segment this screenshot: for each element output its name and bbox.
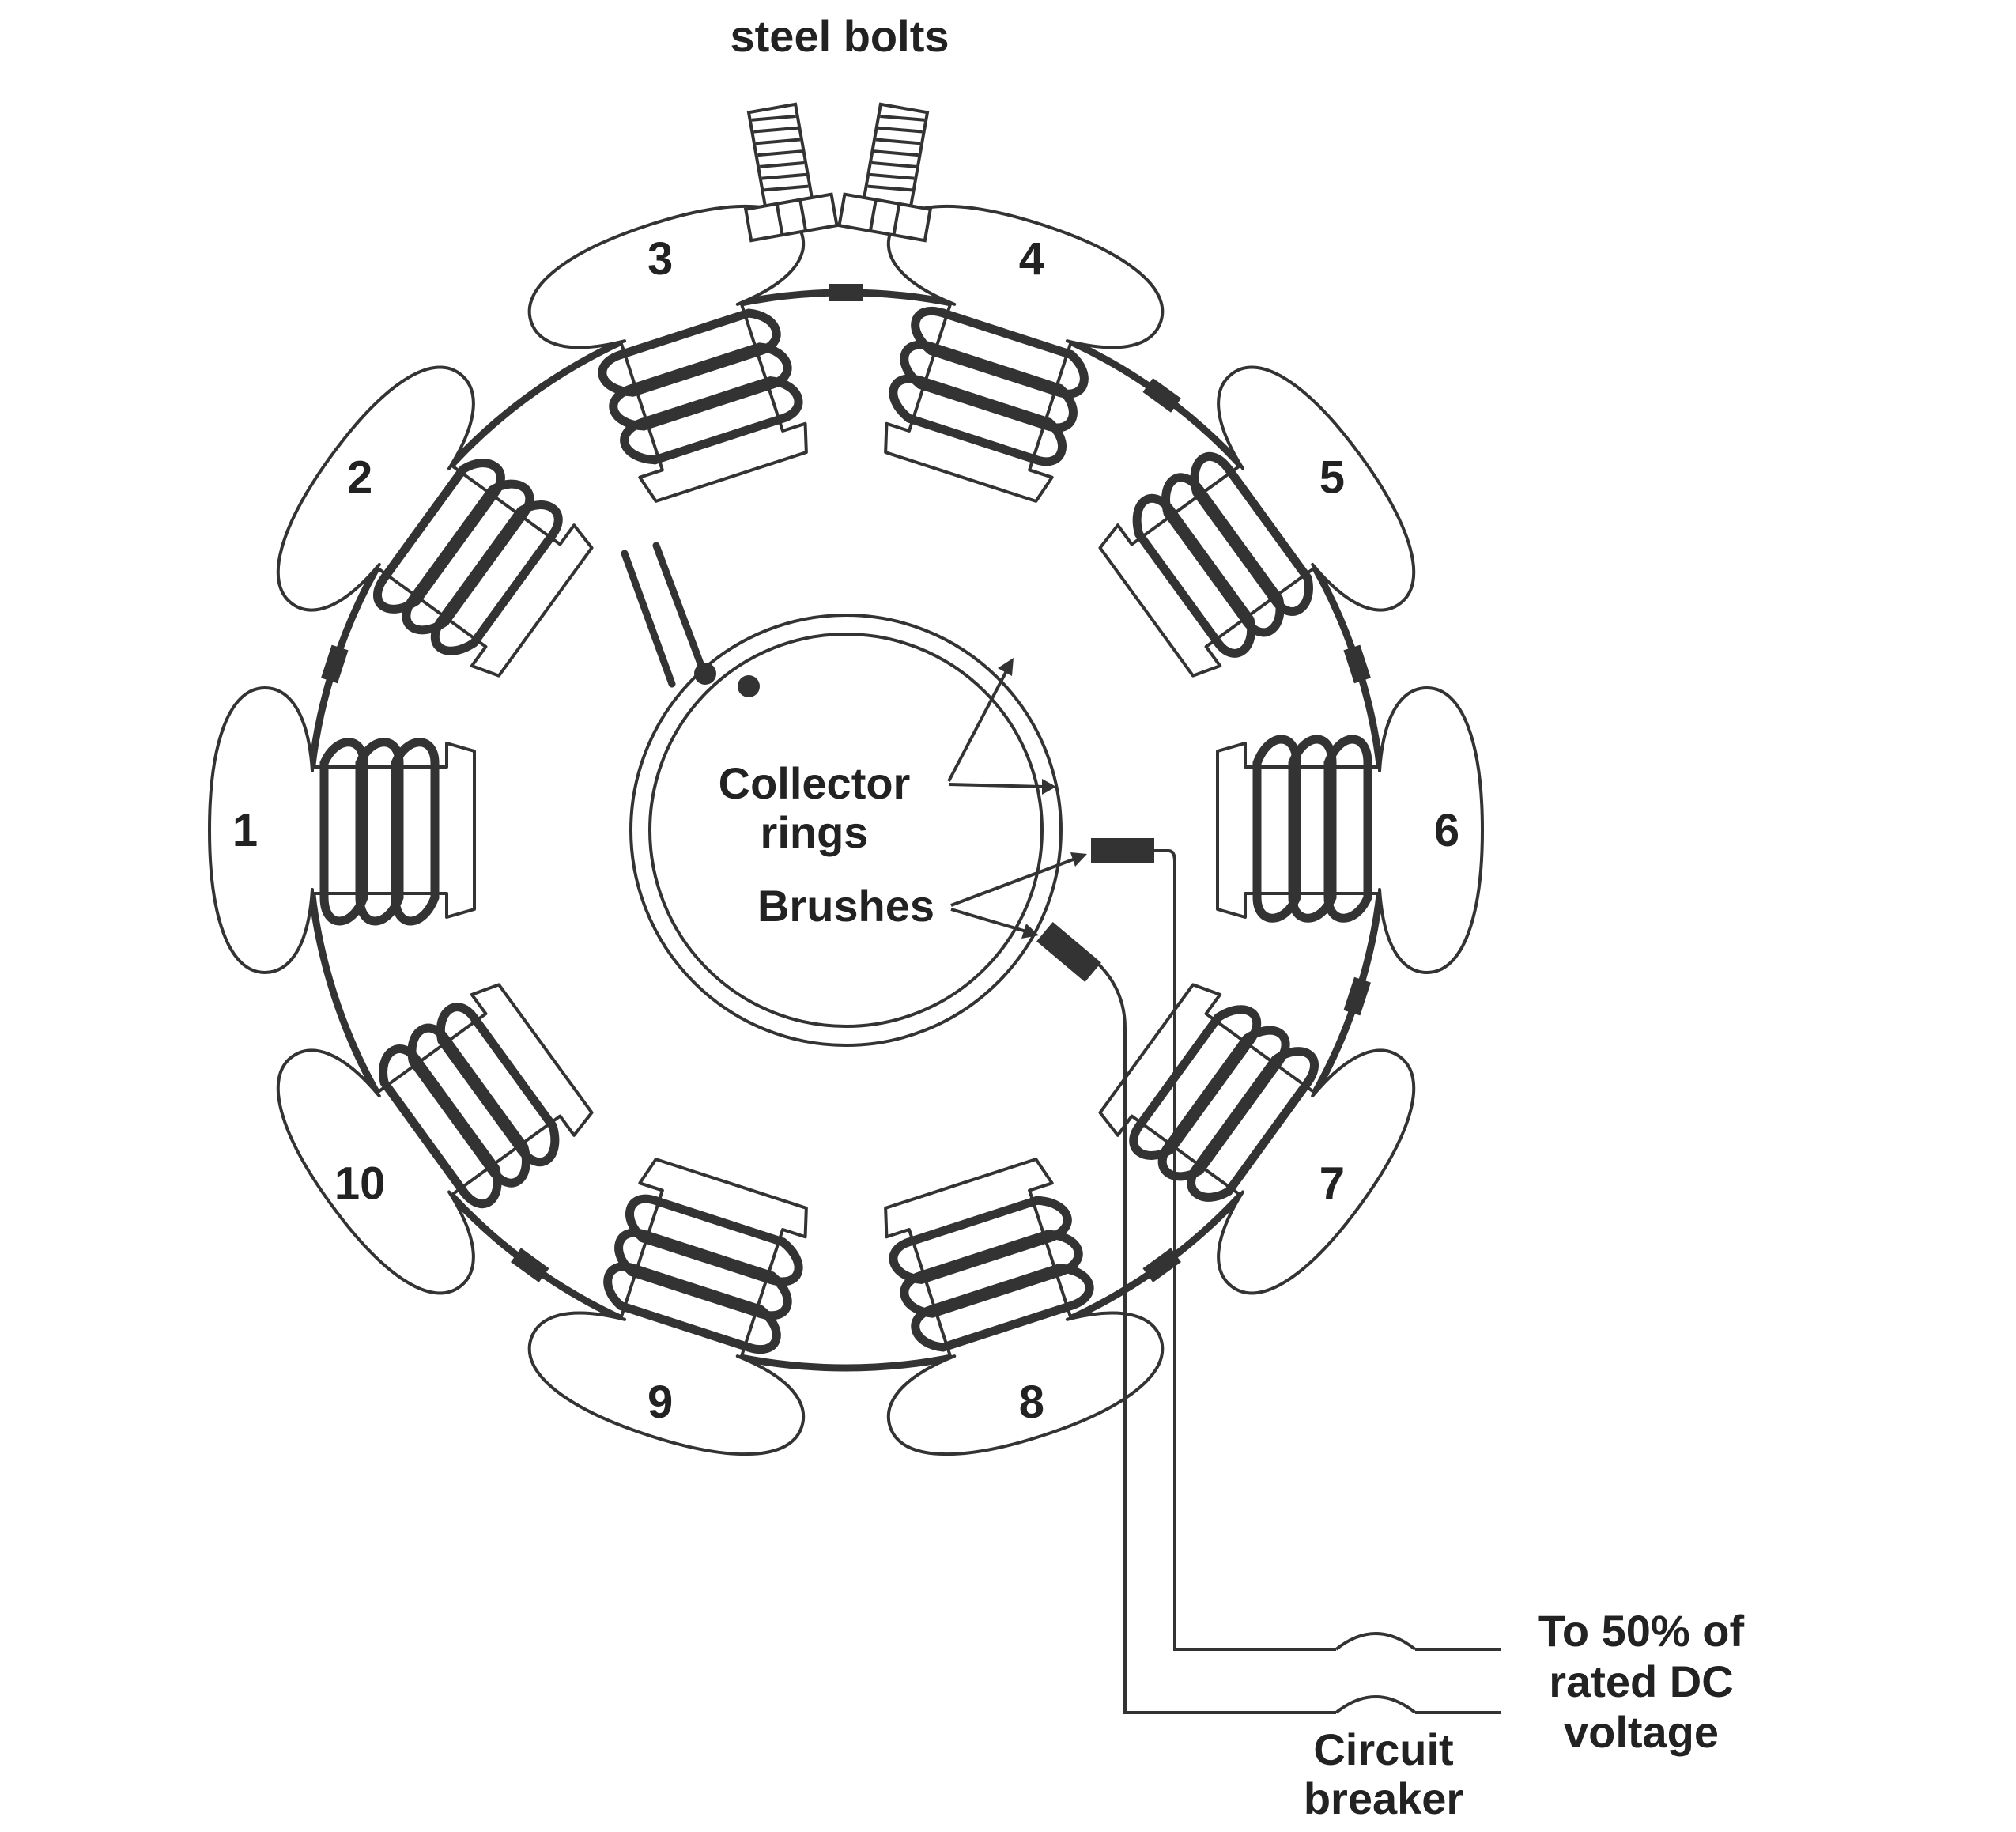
coil-turn-back bbox=[1054, 1264, 1094, 1310]
steel-bolt-left-icon bbox=[743, 102, 839, 243]
pole-number-9: 9 bbox=[647, 1377, 673, 1428]
pole-core bbox=[208, 686, 476, 974]
coil-turn-back bbox=[319, 893, 368, 926]
field-pole-7 bbox=[1098, 983, 1416, 1295]
rings-label: rings bbox=[761, 807, 869, 857]
brush-lead-lower bbox=[1093, 959, 1336, 1714]
steel-bolts-label: steel bolts bbox=[731, 11, 949, 61]
circuit-breaker-label-line2: breaker bbox=[1304, 1773, 1463, 1823]
coil-turn-front bbox=[616, 308, 781, 397]
coil-turn-back bbox=[1190, 451, 1233, 497]
wire-connector bbox=[511, 1248, 549, 1282]
brush-lead-upper bbox=[1154, 849, 1336, 1651]
field-pole-6 bbox=[1216, 686, 1484, 974]
pole-number-8: 8 bbox=[1019, 1377, 1044, 1428]
pole-number-6: 6 bbox=[1434, 805, 1459, 856]
supply-label-line1: To 50% of bbox=[1538, 1606, 1745, 1656]
supply-label-line2: rated DC bbox=[1549, 1656, 1733, 1706]
pole-number-3: 3 bbox=[647, 233, 673, 285]
pole-core bbox=[1098, 983, 1416, 1295]
field-poles bbox=[208, 204, 1484, 1456]
collector-label: Collector bbox=[719, 758, 911, 808]
coil-turn-back bbox=[373, 573, 421, 614]
field-pole-2 bbox=[276, 365, 594, 678]
wire-connector bbox=[1142, 1248, 1181, 1282]
pole-core bbox=[527, 1158, 808, 1456]
brush-lower bbox=[1036, 922, 1101, 982]
coil-turn-back bbox=[1323, 735, 1372, 768]
field-pole-8 bbox=[884, 1158, 1165, 1456]
pole-numbers: 1 2 3 4 5 6 7 8 9 10 bbox=[232, 233, 1459, 1428]
field-pole-10 bbox=[276, 983, 594, 1295]
field-pole-9 bbox=[527, 1158, 808, 1456]
collector-ring-inner bbox=[648, 633, 1044, 1028]
pole-number-2: 2 bbox=[347, 451, 372, 503]
coil-turn-front bbox=[379, 459, 505, 606]
pole-core bbox=[276, 365, 594, 678]
circuit-breaker-contacts bbox=[1335, 1632, 1501, 1714]
collector-ring-leads bbox=[621, 542, 760, 697]
coil-turn-back bbox=[744, 1305, 781, 1354]
pole-core bbox=[276, 983, 594, 1295]
pole-core bbox=[884, 1158, 1165, 1456]
coil-turn-front bbox=[911, 1264, 1076, 1352]
coil-turn-front bbox=[927, 308, 1089, 399]
pole-core bbox=[1098, 365, 1416, 678]
pole-number-5: 5 bbox=[1319, 451, 1345, 503]
brush-upper bbox=[1091, 838, 1154, 863]
field-pole-5 bbox=[1098, 365, 1416, 678]
circuit-breaker-label-line1: Circuit bbox=[1313, 1724, 1453, 1774]
pole-core bbox=[884, 204, 1165, 503]
brushes-label: Brushes bbox=[757, 881, 934, 931]
coil-turn-front bbox=[603, 1262, 765, 1352]
pole-core bbox=[1216, 686, 1484, 974]
coil-turn-back bbox=[1270, 1047, 1319, 1087]
wire-connector bbox=[1343, 976, 1371, 1016]
supply-label-line3: voltage bbox=[1564, 1707, 1719, 1757]
pole-number-4: 4 bbox=[1019, 233, 1044, 285]
coil-turn-front bbox=[379, 1044, 500, 1196]
field-pole-4 bbox=[884, 204, 1165, 503]
wire-connector bbox=[321, 644, 349, 684]
pole-number-10: 10 bbox=[334, 1158, 386, 1210]
coil-turn-front bbox=[1192, 464, 1313, 616]
coil-turn-front bbox=[1187, 1055, 1312, 1202]
steel-bolt-right-icon bbox=[837, 102, 933, 243]
pole-core bbox=[527, 204, 808, 503]
wire-connector bbox=[829, 284, 863, 301]
wire-connector bbox=[1343, 644, 1371, 684]
field-pole-1 bbox=[208, 686, 476, 974]
coil-turn-front bbox=[1323, 758, 1372, 923]
coil-turn-back bbox=[459, 1163, 502, 1209]
pole-number-7: 7 bbox=[1319, 1158, 1345, 1210]
pole-number-1: 1 bbox=[232, 805, 258, 856]
coil-turn-back bbox=[911, 307, 948, 356]
field-pole-3 bbox=[527, 204, 808, 503]
coil-turn-front bbox=[319, 738, 368, 902]
pointer-arrows bbox=[947, 658, 1087, 939]
wire-connector bbox=[1142, 378, 1181, 413]
coil-turn-back bbox=[598, 350, 638, 397]
wire-connectors bbox=[321, 284, 1371, 1282]
